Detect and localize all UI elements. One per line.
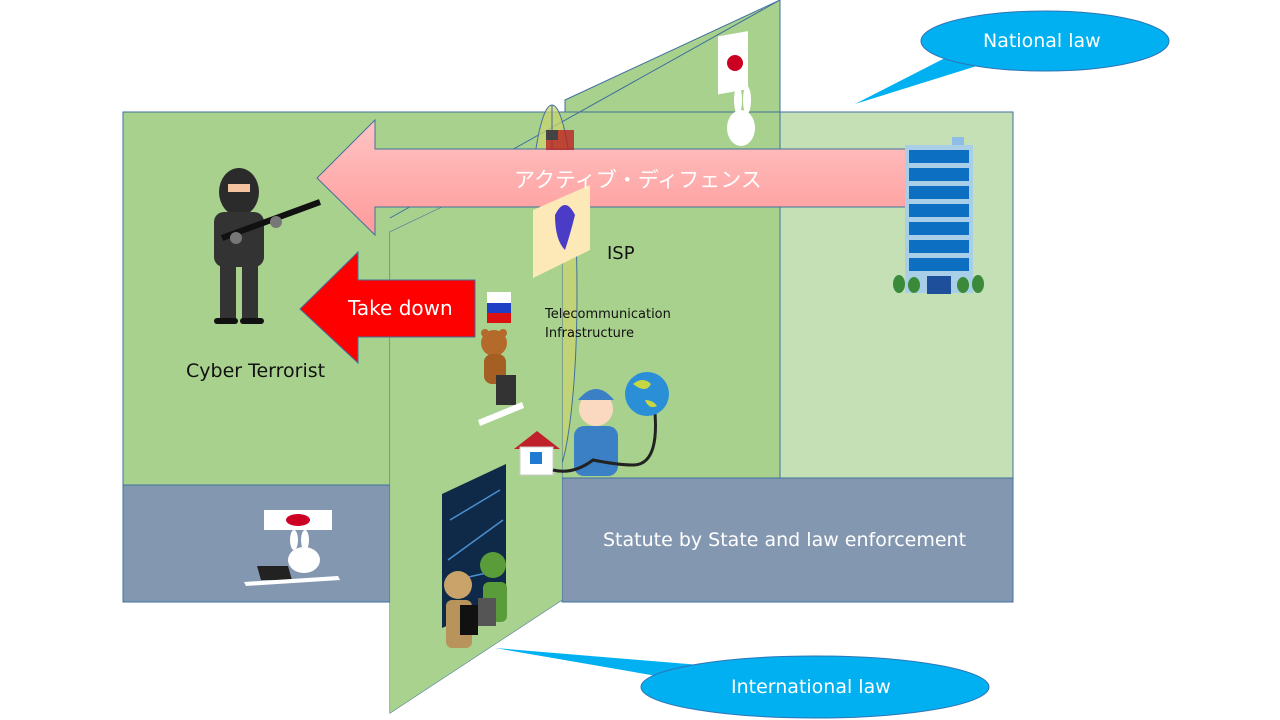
national-law-label: National law [983, 30, 1101, 52]
telecom-infrastructure-label-line2: Infrastructure [545, 326, 634, 341]
cyber-terrorist-label: Cyber Terrorist [186, 360, 326, 382]
telecom-infrastructure-label-line1: Telecommunication [545, 307, 671, 322]
international-law-label: International law [731, 676, 891, 698]
national-law-callout-tail [855, 58, 980, 104]
telecom-worker-icon [552, 389, 657, 476]
take-down-arrow [299, 250, 476, 365]
isp-label: ISP [607, 243, 635, 264]
statute-label: Statute by State and law enforcement [603, 529, 967, 551]
take-down-label: Take down [348, 296, 453, 320]
active-defense-label: アクティブ・ディフェンス [514, 168, 762, 192]
rabbit-laptop-japan-flag-icon [244, 510, 340, 586]
soldiers-cyber-command-icon [442, 464, 507, 648]
cyber-terrorist-icon [214, 168, 322, 324]
international-law-callout-tail [495, 648, 700, 680]
national-law-callout [920, 10, 1170, 72]
office-building-icon [893, 137, 984, 294]
house-icon [514, 431, 560, 476]
globe-icon [625, 372, 669, 416]
statute-band-right [561, 477, 1014, 603]
international-law-callout [640, 655, 990, 719]
us-flag-uncle-sam-icon [533, 130, 590, 278]
russia-flag-bear-icon [478, 292, 524, 426]
active-defense-arrow [316, 118, 914, 237]
japan-flag-rabbit-icon [718, 31, 755, 146]
